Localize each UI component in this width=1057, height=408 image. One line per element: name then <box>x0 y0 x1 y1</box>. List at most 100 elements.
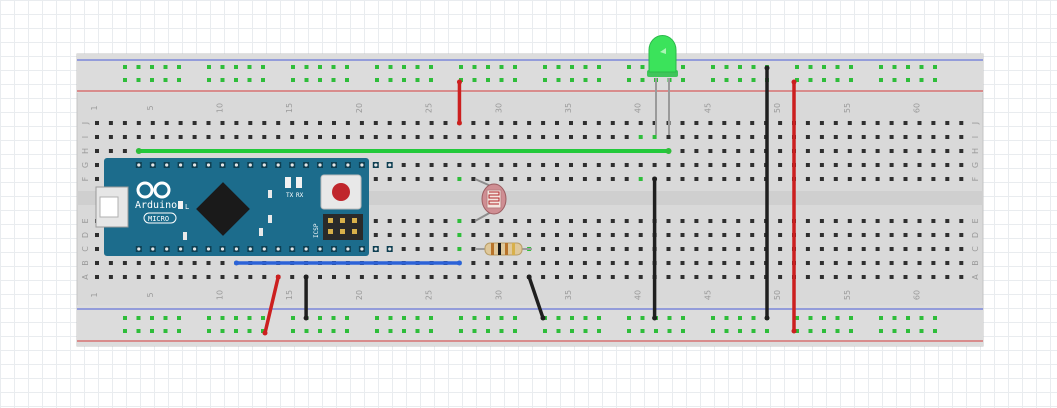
breadboard-hole <box>722 121 727 125</box>
breadboard-hole <box>847 247 852 251</box>
breadboard-hole <box>401 233 406 237</box>
breadboard-hole <box>95 261 99 265</box>
breadboard-hole <box>736 275 741 279</box>
reset-button-cap[interactable] <box>332 183 350 201</box>
breadboard-hole <box>541 233 546 237</box>
row-letter: A <box>81 274 90 280</box>
breadboard-hole <box>108 135 113 139</box>
breadboard-hole <box>276 121 281 125</box>
arduino-pin-pad <box>165 247 169 251</box>
breadboard-hole <box>875 149 880 153</box>
breadboard-hole <box>499 163 504 167</box>
breadboard-hole <box>959 233 964 237</box>
breadboard-hole <box>429 135 434 139</box>
rail-hole <box>375 329 379 333</box>
breadboard-hole <box>931 163 936 167</box>
rail-hole <box>597 65 601 69</box>
rail-hole <box>163 316 168 320</box>
breadboard-hole <box>443 247 448 251</box>
rail-hole <box>681 316 685 320</box>
breadboard-hole <box>680 233 685 237</box>
rail-hole <box>345 78 349 82</box>
breadboard-hole <box>596 247 601 251</box>
breadboard-hole <box>805 149 810 153</box>
breadboard-hole <box>847 233 852 237</box>
breadboard-hole <box>359 121 364 125</box>
breadboard-hole <box>652 135 657 139</box>
arduino-pin-pad <box>304 163 308 167</box>
breadboard-hole <box>889 121 894 125</box>
column-number-bottom: 20 <box>355 290 364 300</box>
row-letter: J <box>971 122 980 125</box>
breadboard-hole <box>429 247 434 251</box>
breadboard-hole <box>666 275 671 279</box>
breadboard-hole <box>805 177 810 181</box>
smd-component <box>259 228 263 236</box>
rail-hole <box>429 65 433 69</box>
breadboard-hole <box>931 135 936 139</box>
breadboard-hole <box>638 163 643 167</box>
wires <box>135 65 797 336</box>
row-letter: F <box>971 176 980 181</box>
column-number-top: 20 <box>355 103 364 113</box>
breadboard-hole <box>206 261 211 265</box>
breadboard-hole <box>527 219 532 223</box>
rail-hole <box>765 329 769 333</box>
rail-hole <box>318 78 322 82</box>
breadboard-hole <box>555 121 559 125</box>
breadboard-hole <box>262 121 267 125</box>
rail-hole <box>849 316 853 320</box>
breadboard-hole <box>248 135 253 139</box>
breadboard-hole <box>875 135 880 139</box>
breadboard-hole <box>722 247 727 251</box>
rail-hole <box>570 316 574 320</box>
row-letter: G <box>971 162 980 168</box>
breadboard-hole <box>889 219 894 223</box>
breadboard-hole <box>680 135 685 139</box>
breadboard-hole <box>318 135 322 139</box>
breadboard-hole <box>122 275 127 279</box>
blue-jumper-wire-end <box>233 260 239 266</box>
breadboard-hole <box>931 275 936 279</box>
rail-hole <box>388 329 393 333</box>
breadboard-hole <box>95 275 99 279</box>
breadboard-hole <box>694 233 699 237</box>
microcontroller-chip <box>196 182 250 236</box>
row-letter: I <box>81 136 90 138</box>
breadboard-hole <box>499 233 504 237</box>
icsp-pin <box>340 218 345 223</box>
rail-hole <box>906 65 910 69</box>
breadboard-hole <box>401 121 406 125</box>
rail-hole <box>738 65 742 69</box>
rail-hole <box>207 78 211 82</box>
breadboard-hole <box>429 121 434 125</box>
breadboard-hole <box>387 233 392 237</box>
breadboard-hole <box>220 275 225 279</box>
rail-hole <box>234 65 238 69</box>
rail-hole <box>627 316 631 320</box>
breadboard-hole <box>945 233 950 237</box>
rail-hole <box>543 65 547 69</box>
breadboard-hole <box>875 261 880 265</box>
breadboard-hole <box>429 233 434 237</box>
breadboard-hole <box>666 233 671 237</box>
red-wire-top-end <box>456 79 462 85</box>
breadboard-hole <box>847 121 852 125</box>
arduino-pin-pad <box>248 163 252 167</box>
rail-hole <box>627 78 631 82</box>
breadboard-hole <box>457 163 462 167</box>
resistor-band <box>491 243 494 255</box>
breadboard-hole <box>415 121 420 125</box>
breadboard-hole <box>304 121 309 125</box>
breadboard-hole <box>903 177 908 181</box>
breadboard-hole <box>610 247 615 251</box>
column-number-bottom: 40 <box>634 290 643 300</box>
breadboard-hole <box>833 163 838 167</box>
breadboard-hole <box>875 219 880 223</box>
breadboard-hole <box>903 233 908 237</box>
column-number-bottom: 30 <box>494 290 503 300</box>
breadboard-hole <box>122 121 127 125</box>
breadboard-hole <box>136 261 141 265</box>
breadboard-hole <box>610 219 615 223</box>
